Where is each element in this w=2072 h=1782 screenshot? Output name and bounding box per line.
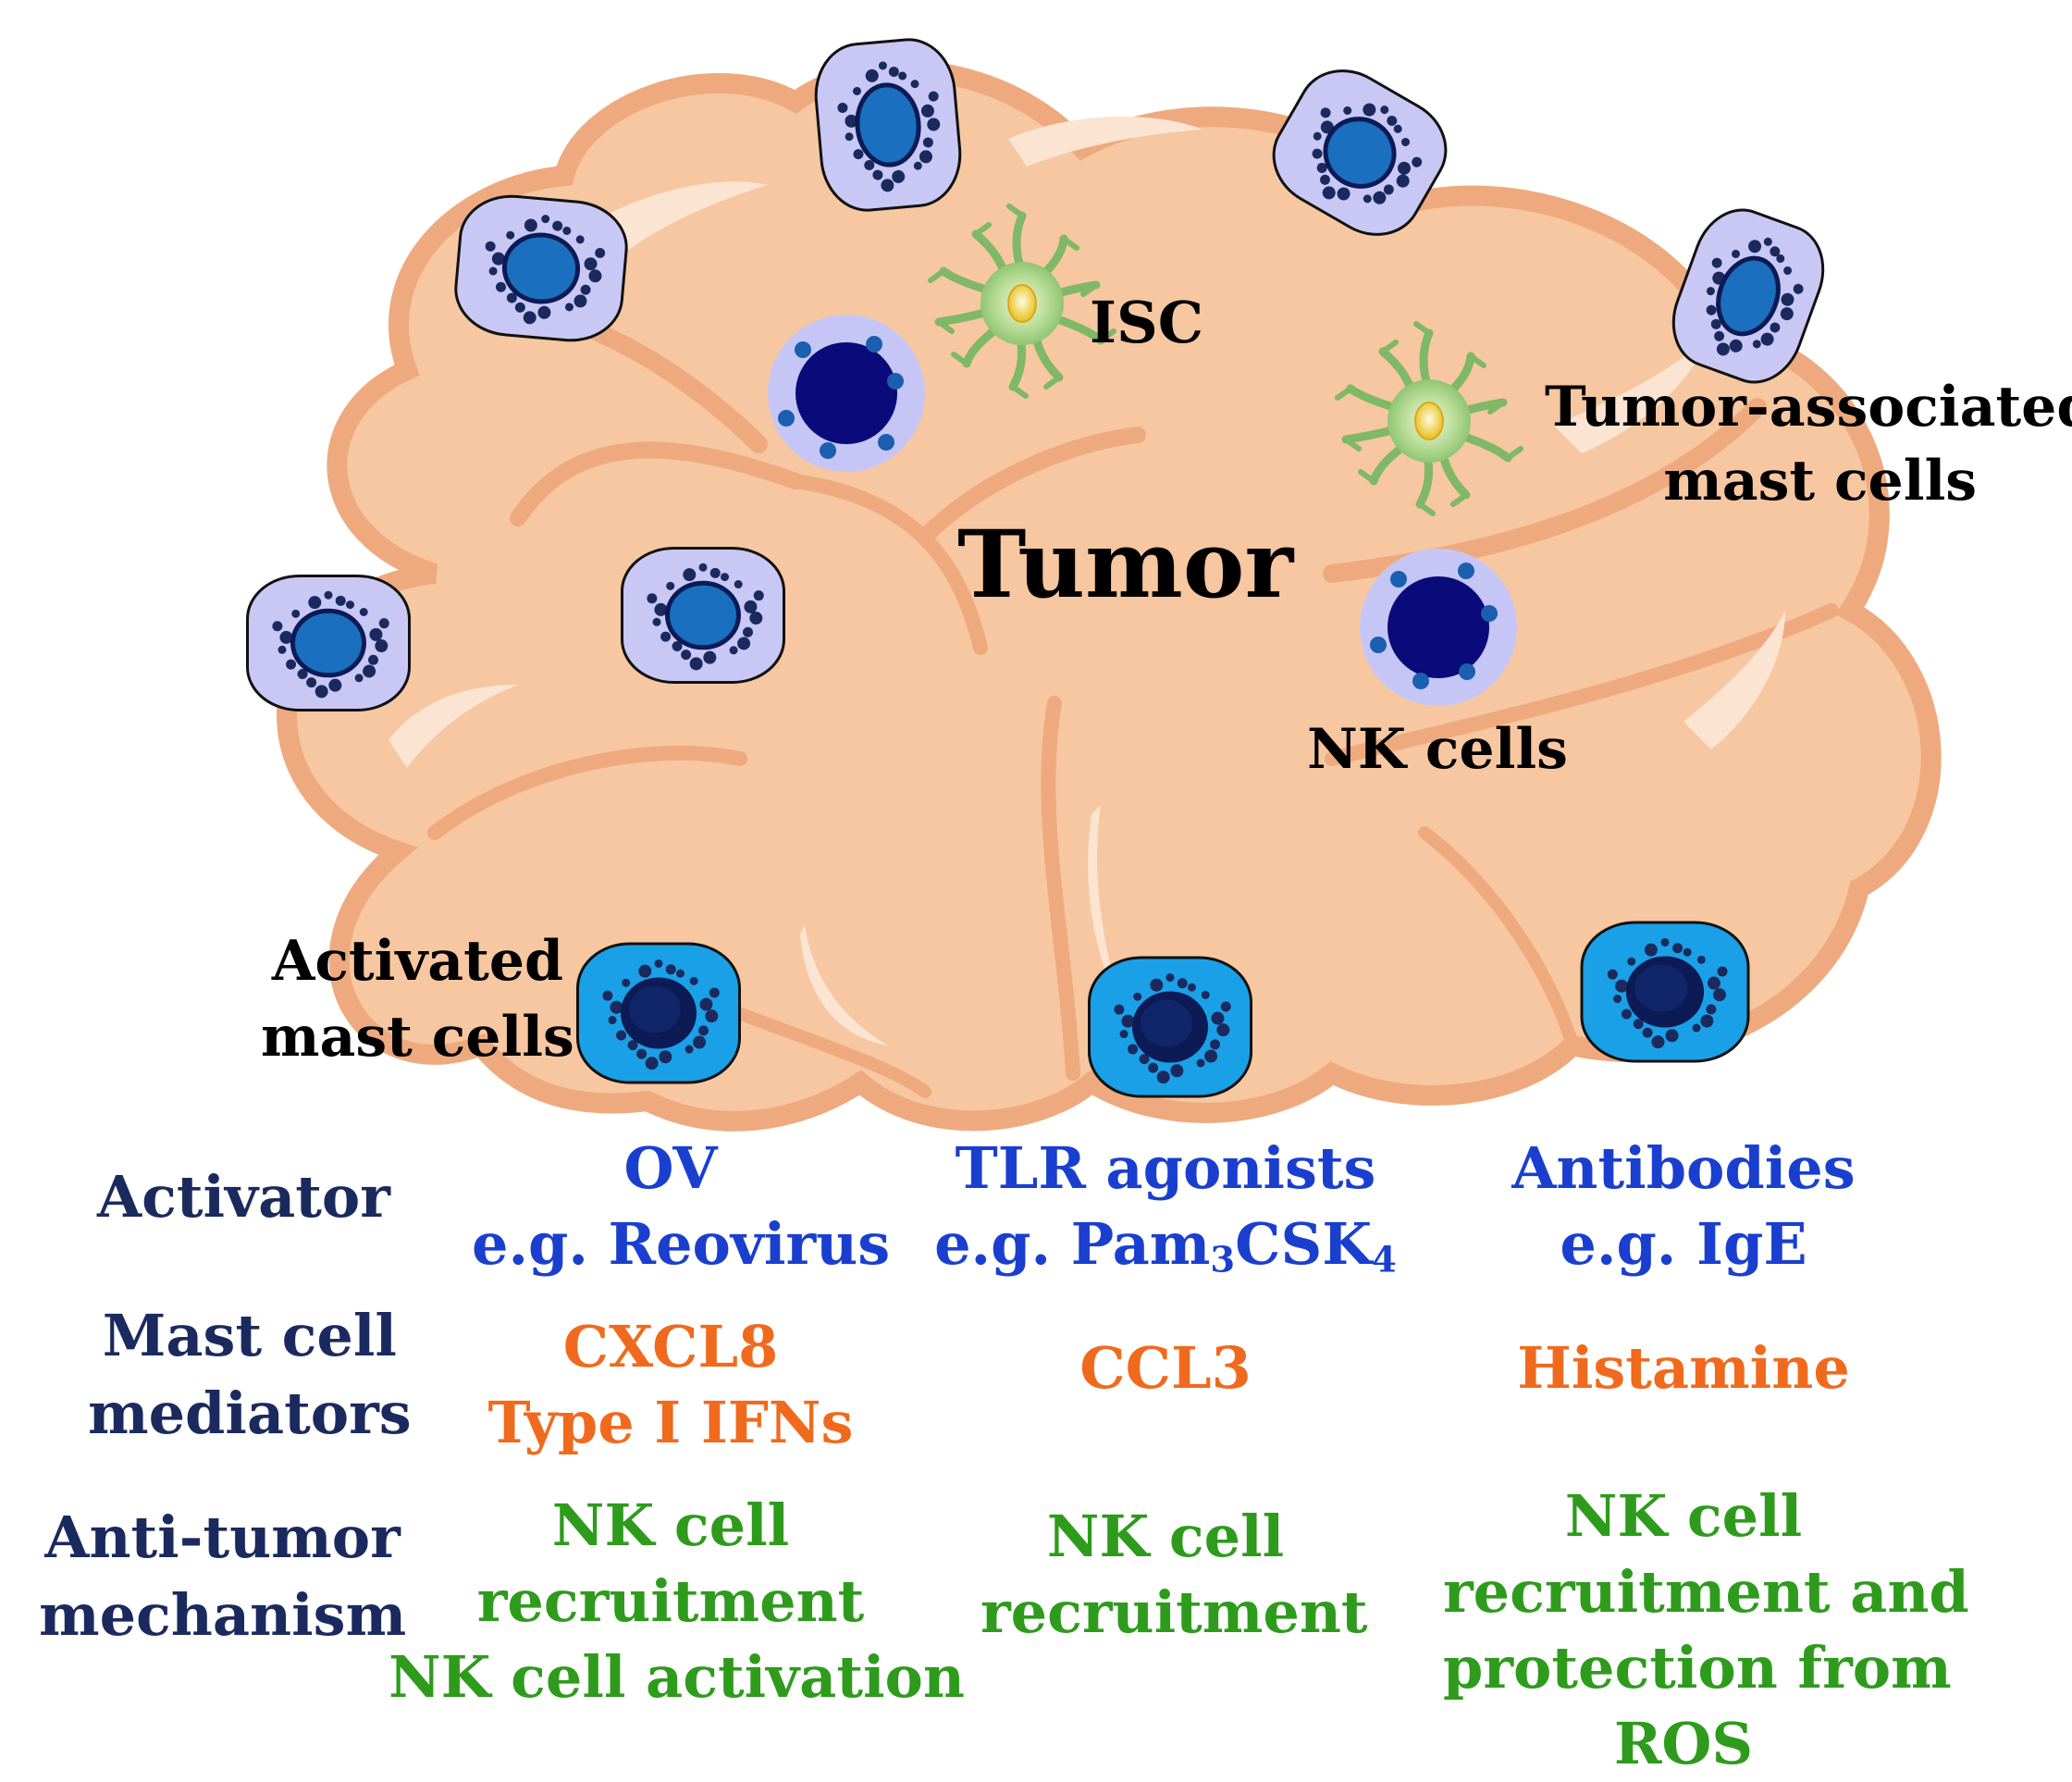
mast-cell — [454, 194, 628, 342]
col2-mechanism-1: NK cell — [1046, 1503, 1285, 1570]
row-label-mechanism-line1: Anti-tumor — [44, 1504, 401, 1571]
activated-mast-cell — [1580, 921, 1750, 1063]
isc-label: ISC — [1090, 289, 1204, 356]
activated-label-line2: mast cells — [261, 1005, 574, 1070]
row-label-mechanism: Anti-tumor mechanism — [39, 1499, 406, 1654]
nk-cells-label: NK cells — [1307, 717, 1568, 782]
col2-activator-sub2: 4 — [1372, 1239, 1397, 1281]
mast-cell — [1272, 69, 1448, 236]
isc-cell — [1335, 321, 1523, 516]
tumor-associated-label-line1: Tumor-associated — [1545, 375, 2072, 439]
row-label-mediators: Mast cell mediators — [88, 1297, 412, 1453]
tumor-mass — [277, 59, 1942, 1132]
col3-mechanism-1: NK cell — [1564, 1482, 1803, 1550]
row-label-activator: Activator — [97, 1163, 390, 1231]
col2-activator-line1: TLR agonists — [955, 1134, 1376, 1202]
mast-cell — [814, 38, 962, 212]
row-label-mediators-line1: Mast cell — [102, 1302, 397, 1369]
nk-cell — [1360, 549, 1517, 706]
activated-mast-cell — [1088, 956, 1252, 1098]
col3-activator-line2: e.g. IgE — [1560, 1210, 1807, 1278]
col2-activator-mid: CSK — [1235, 1210, 1373, 1278]
col3-mediator-1: Histamine — [1517, 1334, 1850, 1402]
col2-activator-sub1: 3 — [1210, 1239, 1236, 1281]
nk-cell — [768, 315, 925, 472]
col1-mediator-2: Type I IFNs — [487, 1389, 854, 1456]
row-label-mediators-line2: mediators — [88, 1380, 412, 1447]
col1-activator-line2: e.g. Reovirus — [472, 1210, 891, 1278]
isc-cell — [928, 204, 1116, 399]
tumor-label: Tumor — [957, 510, 1294, 619]
activated-mast-cell — [576, 942, 741, 1084]
col3-mechanism-2: recruitment and — [1443, 1558, 1969, 1626]
col1-activator: OV e.g. Reovirus — [472, 1131, 891, 1282]
col1-activator-line1: OV — [623, 1134, 718, 1202]
mast-cell — [621, 547, 785, 684]
col1-mechanism: NK cell recruitment NK cell activation — [388, 1488, 965, 1715]
col3-activator-line1: Antibodies — [1511, 1134, 1856, 1202]
col2-activator: TLR agonists e.g. Pam3CSK4 — [934, 1131, 1397, 1282]
col3-mechanism-3: protection from — [1443, 1634, 1952, 1702]
col1-mechanism-2: recruitment — [476, 1567, 865, 1635]
tumor-associated-label-line2: mast cells — [1663, 449, 1978, 514]
col1-mechanism-1: NK cell — [551, 1491, 790, 1559]
col2-mediators: CCL3 — [1027, 1330, 1304, 1406]
tumor-associated-label: Tumor-associated mast cells — [1545, 370, 2072, 518]
activated-label-line1: Activated — [271, 929, 563, 994]
col2-activator-prefix: e.g. Pam — [934, 1210, 1211, 1278]
col3-mediators: Histamine — [1489, 1330, 1878, 1406]
col3-mechanism: NK cell recruitment and protection from … — [1443, 1479, 1969, 1782]
col2-mediator-1: CCL3 — [1079, 1334, 1252, 1402]
col3-mechanism-4: ROS — [1613, 1710, 1754, 1777]
col1-mechanism-3: NK cell activation — [388, 1643, 965, 1711]
col1-mediators: CXCL8 Type I IFNs — [472, 1309, 870, 1461]
tumor-associated-mast-cells — [246, 38, 1825, 712]
mast-cell — [1671, 208, 1825, 384]
col2-activator-line2: e.g. Pam3CSK4 — [934, 1207, 1397, 1282]
col2-mechanism-2: recruitment — [980, 1578, 1368, 1646]
col2-mechanism: NK cell recruitment — [980, 1499, 1368, 1651]
mast-cell — [246, 575, 411, 712]
col1-mediator-1: CXCL8 — [562, 1313, 779, 1380]
activated-mast-cells — [576, 921, 1750, 1098]
col3-activator: Antibodies e.g. IgE — [1489, 1131, 1878, 1282]
activated-mast-cells-label: Activated mast cells — [261, 923, 574, 1075]
row-label-mechanism-line2: mechanism — [39, 1581, 407, 1649]
